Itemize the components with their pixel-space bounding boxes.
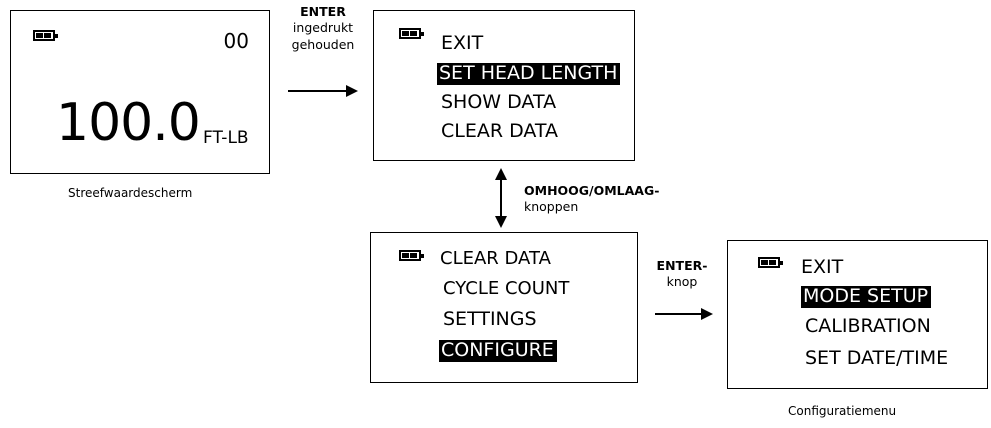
menu-item-exit: EXIT <box>801 256 844 278</box>
menu-item-settings: SETTINGS <box>443 308 537 330</box>
menu-item-calibration: CALIBRATION <box>805 315 931 337</box>
updown-label-keys: OMHOOG/OMLAAG- <box>524 183 660 198</box>
updown-label-line2: knoppen <box>524 199 579 215</box>
config-menu-screen: EXIT MODE SETUP CALIBRATION SET DATE/TIM… <box>727 240 988 389</box>
menu-item-configure: CONFIGURE <box>439 340 557 362</box>
menu-item-show-data: SHOW DATA <box>441 91 557 113</box>
enter-held-label-line2: ingedrukt <box>292 20 354 36</box>
menu-item-set-date-time: SET DATE/TIME <box>805 347 949 369</box>
battery-icon <box>399 28 424 39</box>
main-menu-screen: EXIT SET HEAD LENGTH SHOW DATA CLEAR DAT… <box>373 10 635 161</box>
enter-held-label-line3: gehouden <box>291 36 355 52</box>
updown-label: OMHOOG/OMLAAG- knoppen <box>524 183 659 216</box>
target-unit: FT-LB <box>203 128 249 148</box>
arrow-updown-icon <box>495 168 507 228</box>
menu-item-set-head-length: SET HEAD LENGTH <box>437 63 621 85</box>
menu-item-cycle-count: CYCLE COUNT <box>443 278 570 299</box>
menu-item-mode-setup: MODE SETUP <box>801 286 932 308</box>
target-screen-caption: Streefwaardescherm <box>68 186 193 200</box>
counter-value: 00 <box>223 29 249 53</box>
menu-item-exit: EXIT <box>441 32 484 54</box>
battery-icon <box>758 257 783 268</box>
enter-held-label-key: ENTER <box>300 4 346 19</box>
enter-label-line2: knop <box>666 274 698 290</box>
target-value-screen: 00 100.0 FT-LB <box>10 10 270 174</box>
menu-item-clear-data: CLEAR DATA <box>440 248 551 269</box>
enter-label: ENTER- knop <box>650 258 714 291</box>
main-menu-scrolled-screen: CLEAR DATA CYCLE COUNT SETTINGS CONFIGUR… <box>370 232 638 383</box>
enter-held-label: ENTER ingedrukt gehouden <box>282 4 364 53</box>
battery-icon <box>33 30 58 41</box>
menu-item-clear-data: CLEAR DATA <box>441 120 559 142</box>
battery-icon <box>399 250 424 261</box>
enter-label-key: ENTER- <box>656 258 708 273</box>
config-menu-caption: Configuratiemenu <box>788 404 897 418</box>
target-value: 100.0 <box>56 93 201 153</box>
arrow-right-icon <box>288 85 358 97</box>
arrow-right-icon <box>655 308 713 320</box>
